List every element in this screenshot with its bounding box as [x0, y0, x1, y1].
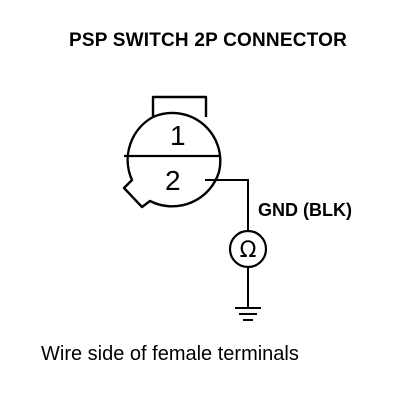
ground-wire — [205, 179, 249, 230]
connector-housing — [122, 111, 222, 209]
connector-lock-tab — [151, 95, 208, 117]
ohm-symbol: Ω — [240, 238, 257, 263]
diagram-title: PSP SWITCH 2P CONNECTOR — [68, 30, 348, 51]
wire-label: GND (BLK) — [258, 200, 352, 220]
connector-body — [122, 95, 222, 209]
ground-icon — [235, 307, 261, 321]
diagram-caption: Wire side of female terminals — [41, 343, 299, 365]
terminal-1-label: 1 — [170, 120, 186, 151]
ohmmeter: Ω — [228, 229, 268, 269]
terminal-2-label: 2 — [165, 165, 181, 196]
